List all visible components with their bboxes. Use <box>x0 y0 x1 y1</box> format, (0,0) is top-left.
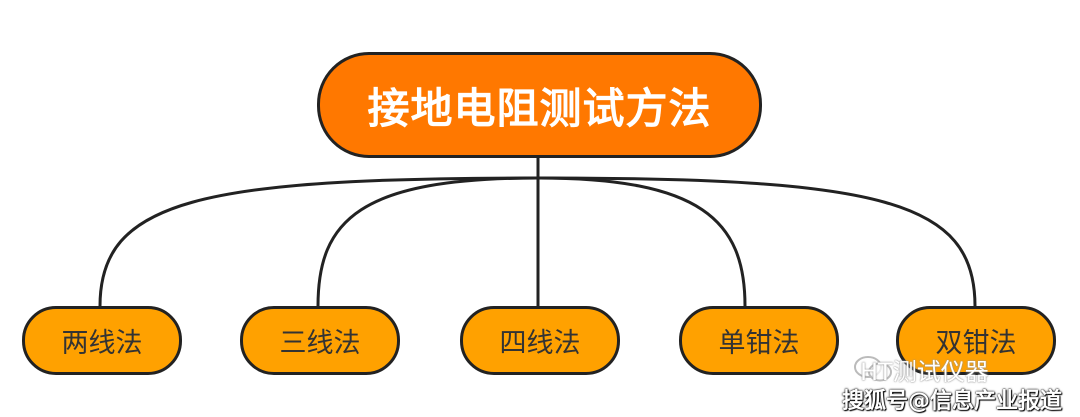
root-node: 接地电阻测试方法 <box>317 52 762 158</box>
connector-2 <box>316 176 539 307</box>
child-node: 四线法 <box>460 306 620 375</box>
root-label: 接地电阻测试方法 <box>367 83 712 133</box>
child-label: 两线法 <box>61 328 143 359</box>
child-node: 两线法 <box>22 306 182 375</box>
connector-1 <box>98 176 539 307</box>
watermark-source: 搜狐号@信息产业报道 <box>842 389 1063 414</box>
child-label: 三线法 <box>279 328 361 359</box>
connector-4 <box>537 176 747 307</box>
child-label: 单钳法 <box>718 328 800 359</box>
child-label: 四线法 <box>499 328 581 359</box>
child-label: 双钳法 <box>935 328 1017 359</box>
connector-5 <box>537 176 977 307</box>
wechat-icon <box>854 356 892 382</box>
watermark-account: HT测试仪器 <box>860 358 989 386</box>
child-node: 单钳法 <box>679 306 839 375</box>
child-node: 三线法 <box>240 306 400 375</box>
child-node: 双钳法 <box>896 306 1056 375</box>
